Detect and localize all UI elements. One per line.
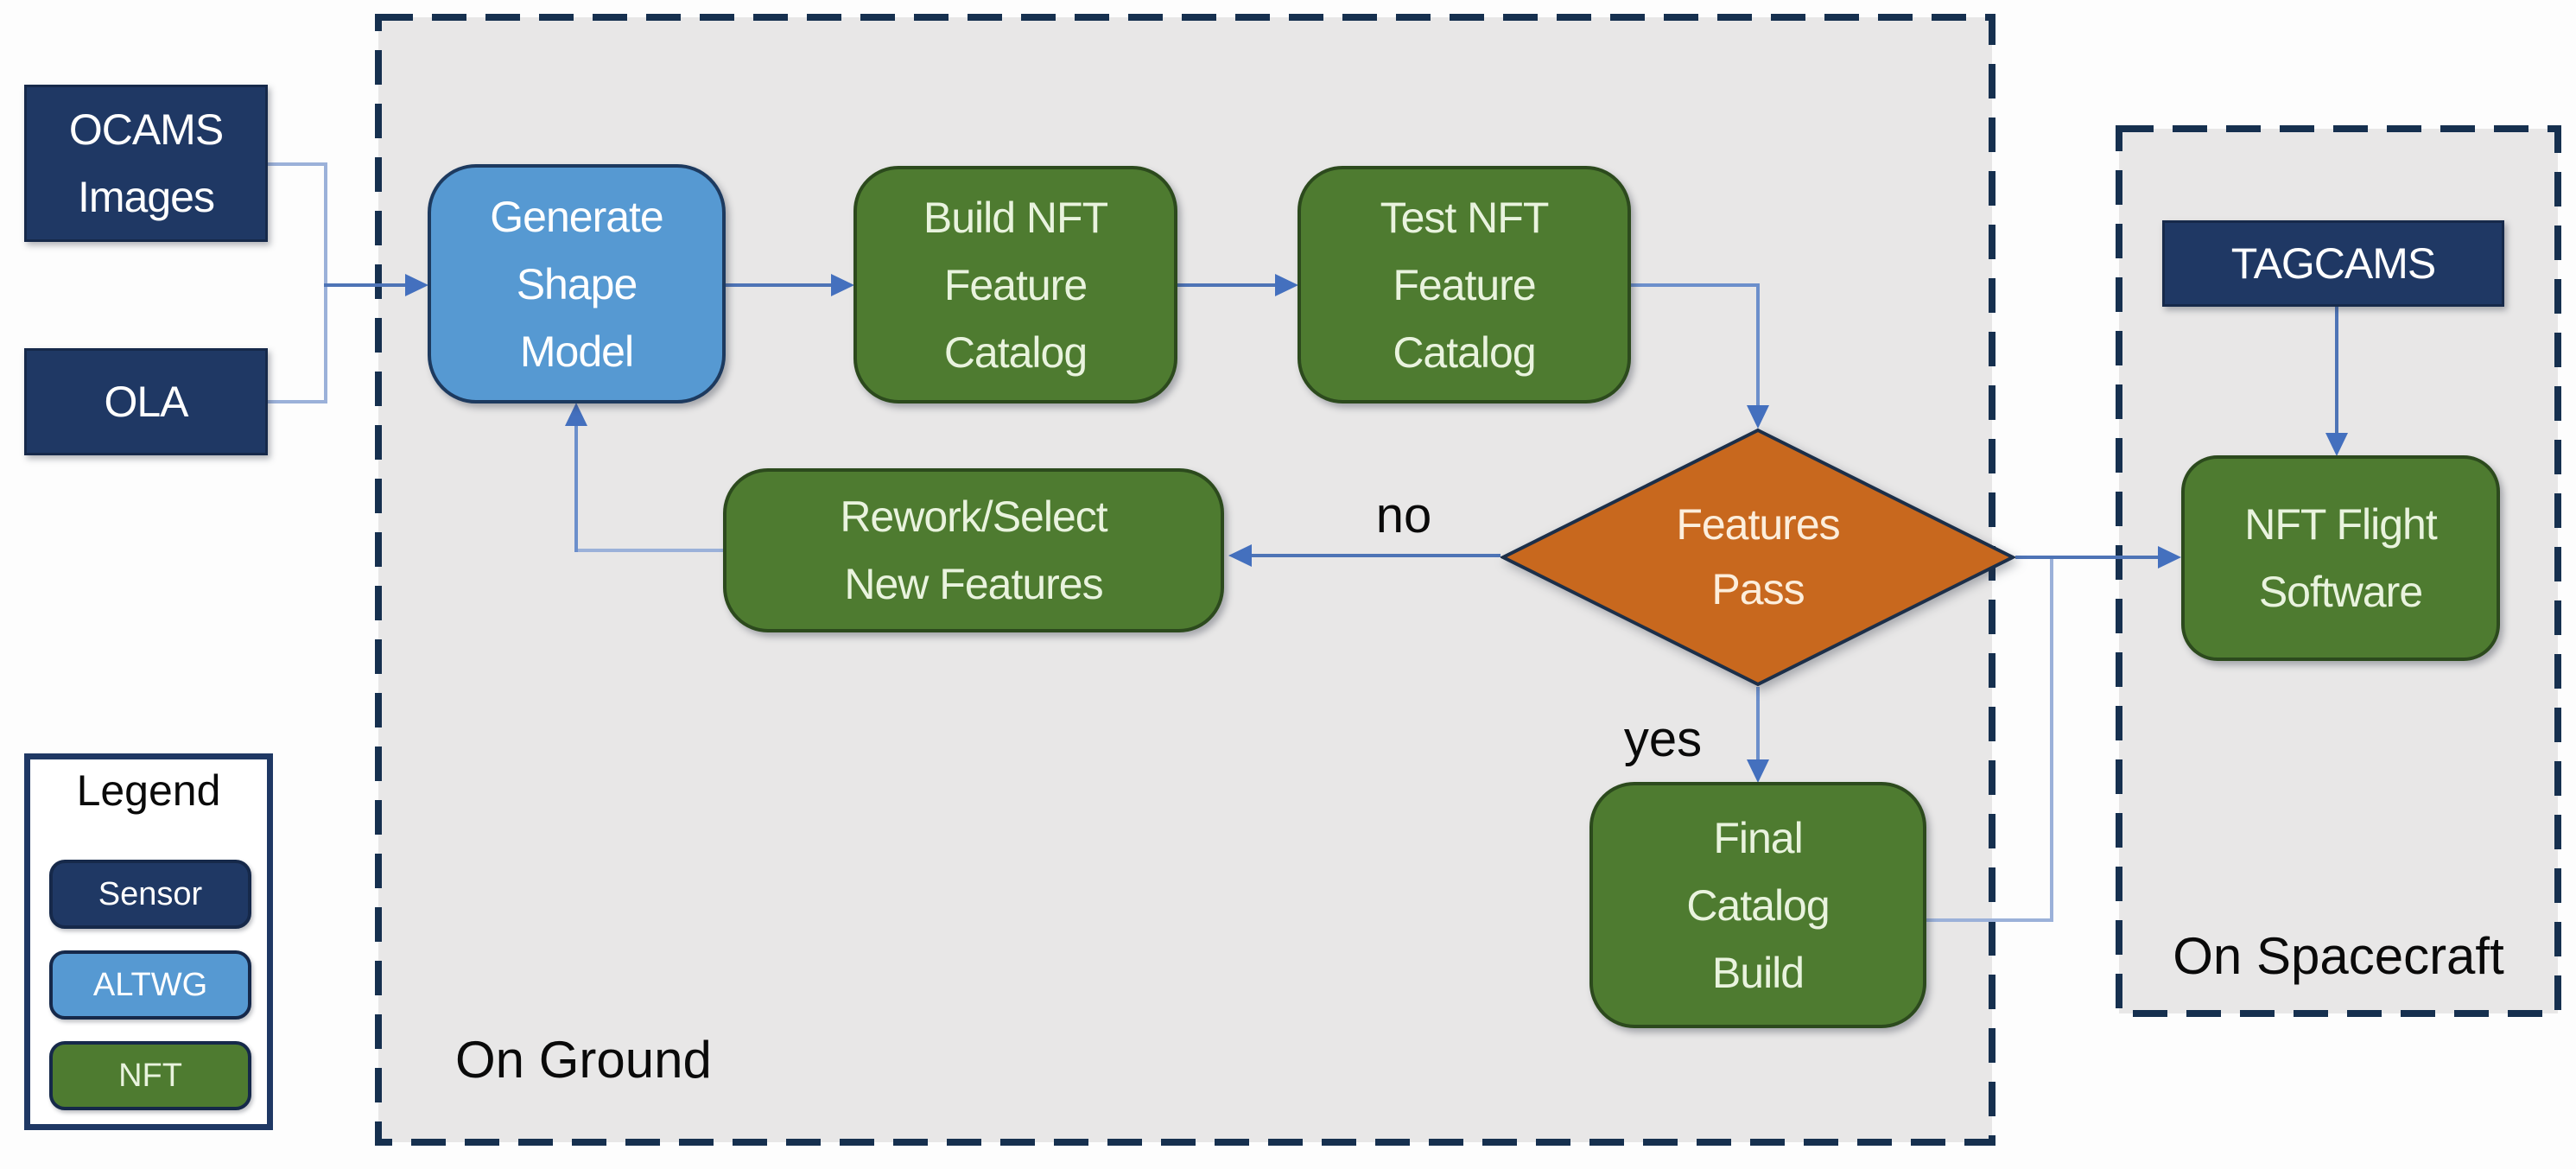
ocams-images-label: OCAMS Images (68, 105, 224, 221)
edge-label-no: no (1375, 487, 1432, 543)
build-nft-feature-catalog-label: Build NFT Feature Catalog (923, 193, 1108, 377)
legend-sensor-label: Sensor (98, 875, 203, 912)
decision-features-pass: Features Pass (1499, 428, 2017, 687)
connector-tagcams-flight (2335, 307, 2338, 433)
node-test-nft-feature-catalog: Test NFT Feature Catalog (1298, 166, 1631, 403)
connector-right-rail (2050, 557, 2053, 922)
arrowhead-build-test (1275, 274, 1298, 296)
node-rework-select-new-features: Rework/Select New Features (723, 468, 1224, 632)
arrowhead-into-rework (1228, 544, 1252, 567)
connector-ola-out (268, 400, 327, 403)
on-spacecraft-label: On Spacecraft (2173, 927, 2504, 985)
connector-sources-merge (324, 162, 327, 403)
legend-item-sensor: Sensor (49, 860, 251, 929)
node-ocams-images: OCAMS Images (24, 85, 268, 242)
node-tagcams: TAGCAMS (2162, 220, 2504, 307)
connector-build-test (1177, 283, 1275, 287)
node-nft-flight-software: NFT Flight Software (2181, 455, 2500, 661)
connector-rework-generate-h (574, 549, 723, 552)
node-ola: OLA (24, 348, 268, 455)
node-build-nft-feature-catalog: Build NFT Feature Catalog (853, 166, 1177, 403)
connector-final-right (1926, 918, 2052, 922)
connector-test-decision-v (1756, 283, 1760, 405)
arrowhead-into-generate-bottom (565, 403, 587, 426)
features-pass-label: Features Pass (1676, 500, 1840, 613)
features-pass-diamond-shape (1499, 428, 2017, 687)
connector-rework-generate-v (574, 424, 578, 552)
node-generate-shape-model: Generate Shape Model (428, 164, 726, 403)
edge-label-yes: yes (1623, 711, 1703, 767)
connector-ocams-out (268, 162, 327, 166)
connector-generate-build (726, 283, 833, 287)
arrowhead-into-decision (1747, 405, 1769, 429)
legend-title: Legend (76, 766, 221, 815)
on-ground-label: On Ground (455, 1031, 712, 1089)
arrowhead-into-generate (405, 274, 428, 296)
legend-item-altwg: ALTWG (49, 950, 251, 1020)
legend-altwg-label: ALTWG (92, 966, 208, 1003)
ola-label: OLA (104, 378, 188, 426)
arrowhead-tagcams-flight (2325, 433, 2348, 456)
arrowhead-into-final (1747, 759, 1769, 783)
connector-decision-final (1756, 687, 1760, 759)
connector-decision-flight (2015, 556, 2159, 559)
tagcams-label: TAGCAMS (2230, 239, 2437, 288)
legend-item-nft: NFT (49, 1041, 251, 1110)
connector-decision-rework (1252, 554, 1501, 557)
connector-into-generate (324, 283, 407, 287)
final-catalog-build-label: Final Catalog Build (1686, 813, 1830, 997)
arrowhead-into-flight (2158, 546, 2181, 569)
legend-nft-label: NFT (118, 1057, 182, 1094)
node-final-catalog-build: Final Catalog Build (1589, 782, 1926, 1028)
arrowhead-generate-build (831, 274, 854, 296)
nft-flight-software-label: NFT Flight Software (2244, 500, 2437, 616)
connector-test-decision-h (1631, 283, 1760, 287)
test-nft-feature-catalog-label: Test NFT Feature Catalog (1380, 193, 1550, 377)
rework-select-new-features-label: Rework/Select New Features (840, 492, 1107, 608)
generate-shape-model-label: Generate Shape Model (490, 192, 663, 376)
